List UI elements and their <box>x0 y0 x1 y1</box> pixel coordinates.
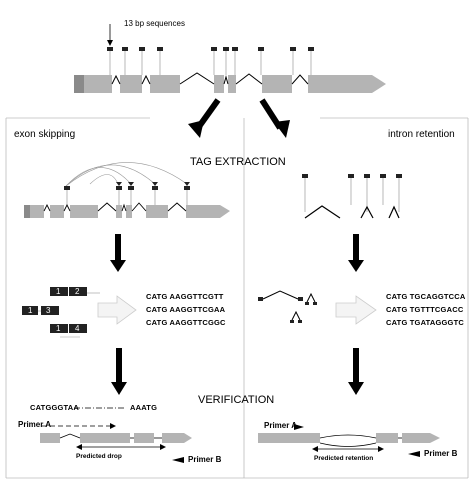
exon-skipping-title: exon skipping <box>14 129 76 140</box>
verification-left <box>40 407 192 463</box>
primer-b-left: Primer B <box>188 455 222 464</box>
primer-a-left: Primer A <box>18 420 52 429</box>
down-arrows-1 <box>110 234 364 272</box>
left-sequence-2: CATG AAGGTTCGAA <box>146 305 226 314</box>
right-sequence-3: CATG TGATAGGGTC <box>386 318 464 327</box>
sequences-label: 13 bp sequences <box>124 19 185 28</box>
top-gene <box>74 24 386 93</box>
top-tag-markers <box>107 47 314 51</box>
predicted-retention: Predicted retention <box>314 455 374 462</box>
left-gene <box>24 162 230 218</box>
tag-box-label: 2 <box>75 287 80 296</box>
hollow-arrows <box>97 295 377 325</box>
tag-box-label: 3 <box>46 306 51 315</box>
tag-extraction-label: TAG EXTRACTION <box>190 156 286 168</box>
seq-end: AAATG <box>130 403 158 412</box>
left-sequence-3: CATG AAGGTTCGGC <box>146 318 226 327</box>
tag-box-label: 1 <box>56 324 61 333</box>
tag-box-label: 1 <box>56 287 61 296</box>
panel-borders <box>5 117 469 479</box>
right-introns <box>302 174 402 219</box>
right-sequence-2: CATG TGTTTCGACC <box>386 305 464 314</box>
primer-b-right: Primer B <box>424 449 458 458</box>
right-sequence-1: CATG TGCAGGTCCA <box>386 292 466 301</box>
tag-boxes <box>22 287 100 338</box>
verification-label: VERIFICATION <box>198 394 275 406</box>
verification-right <box>258 424 440 457</box>
down-arrows-2 <box>111 348 364 395</box>
predicted-drop: Predicted drop <box>76 453 122 460</box>
primer-a-right: Primer A <box>264 421 298 430</box>
tag-box-label: 4 <box>75 324 80 333</box>
left-sequence-1: CATG AAGGTTCGTT <box>146 292 224 301</box>
right-intron-pieces <box>258 290 317 323</box>
intron-retention-title: intron retention <box>388 129 455 140</box>
seq-start: CATGGGTAA <box>30 403 80 412</box>
split-arrows <box>188 98 290 138</box>
tag-box-label: 1 <box>28 306 33 315</box>
